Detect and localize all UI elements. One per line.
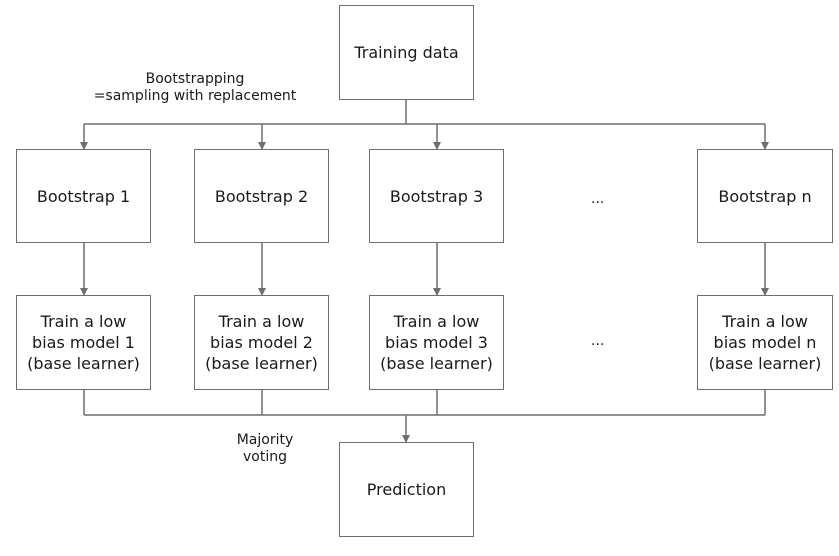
- model-n-box: Train a low bias model n (base learner): [697, 295, 833, 390]
- model-ellipsis: ...: [591, 333, 605, 349]
- majority-voting-note: Majority voting: [236, 432, 294, 465]
- bootstrap-2-label: Bootstrap 2: [214, 186, 309, 206]
- bootstrap-n-box: Bootstrap n: [697, 149, 833, 243]
- bootstrap-1-label: Bootstrap 1: [36, 186, 131, 206]
- bootstrap-1-box: Bootstrap 1: [16, 149, 151, 243]
- model-2-label: Train a low bias model 2 (base learner): [205, 312, 318, 373]
- training-data-box: Training data: [339, 5, 474, 100]
- model-3-box: Train a low bias model 3 (base learner): [369, 295, 504, 390]
- model-1-label: Train a low bias model 1 (base learner): [27, 312, 140, 373]
- bootstrap-n-label: Bootstrap n: [718, 186, 812, 206]
- prediction-label: Prediction: [366, 480, 447, 499]
- prediction-box: Prediction: [339, 442, 474, 537]
- model-n-label: Train a low bias model n (base learner): [708, 312, 822, 373]
- bootstrap-3-box: Bootstrap 3: [369, 149, 504, 243]
- model-2-box: Train a low bias model 2 (base learner): [194, 295, 329, 390]
- bootstrapping-note: Bootstrapping =sampling with replacement: [93, 71, 297, 104]
- bootstrap-2-box: Bootstrap 2: [194, 149, 329, 243]
- model-3-label: Train a low bias model 3 (base learner): [380, 312, 493, 373]
- model-1-box: Train a low bias model 1 (base learner): [16, 295, 151, 390]
- bootstrap-ellipsis: ...: [591, 191, 605, 207]
- bootstrap-3-label: Bootstrap 3: [389, 186, 484, 206]
- training-data-label: Training data: [354, 43, 459, 62]
